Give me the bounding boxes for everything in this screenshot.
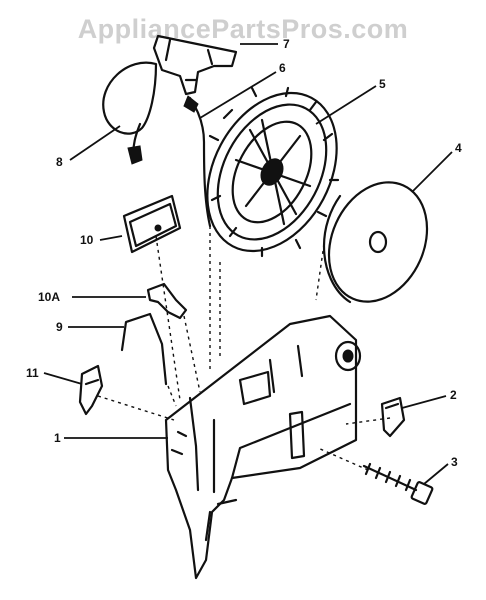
part-10-plate <box>122 194 182 254</box>
callout-8: 8 <box>56 155 63 169</box>
callout-6: 6 <box>279 61 286 75</box>
callout-2: 2 <box>450 388 457 402</box>
part-3-screw <box>362 462 434 505</box>
callout-10: 10 <box>80 233 94 247</box>
callout-3: 3 <box>451 455 458 469</box>
part-11-clip <box>78 364 104 416</box>
part-1-housing <box>164 314 362 580</box>
leader-lines <box>43 43 453 485</box>
callout-9: 9 <box>56 320 63 334</box>
part-2-tab <box>380 396 406 438</box>
part-9-wire-link <box>120 312 168 386</box>
callout-10a: 10A <box>38 290 60 304</box>
callout-11: 11 <box>26 366 39 380</box>
watermark: AppliancePartsPros.com <box>77 14 409 44</box>
callout-4: 4 <box>455 141 462 155</box>
assembly-lines <box>97 226 391 471</box>
callout-5: 5 <box>379 77 386 91</box>
part-10a-bracket <box>146 282 188 320</box>
callout-7: 7 <box>283 37 290 51</box>
callout-labels: 7 6 5 4 8 10 10A 9 11 1 2 3 <box>26 37 462 469</box>
callout-1: 1 <box>54 431 61 445</box>
part-6-wire <box>183 95 212 228</box>
part-7-bracket <box>152 34 238 96</box>
part-5-gear-wheel <box>206 86 340 258</box>
part-4-disc <box>322 181 429 304</box>
part-8-spring-loop <box>102 61 158 165</box>
